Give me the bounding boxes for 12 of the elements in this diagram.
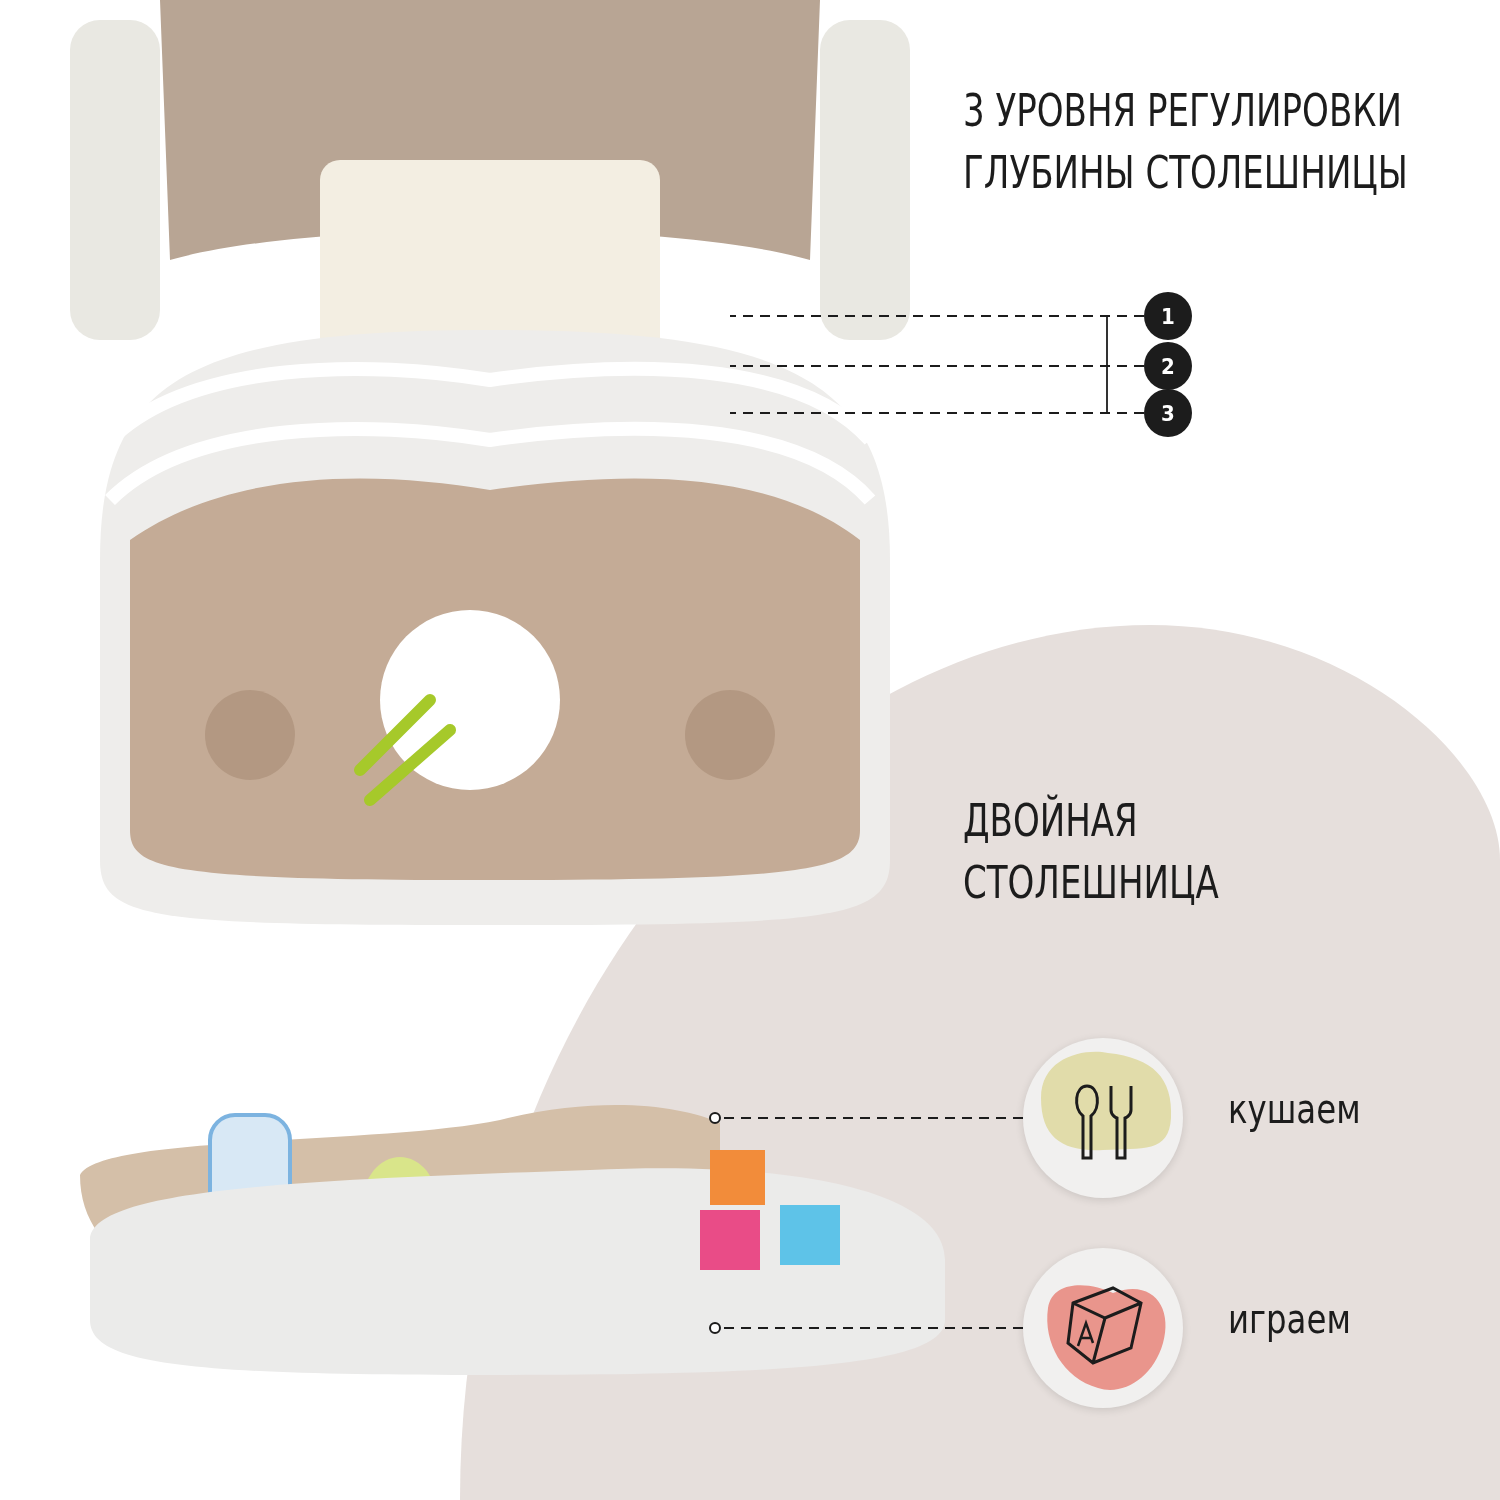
leader-line [709,1112,1024,1124]
leader-line [709,1322,1024,1334]
heading: ДВОЙНАЯ СТОЛЕШНИЦА [963,793,1220,910]
heading: 3 УРОВНЯ РЕГУЛИРОВКИ ГЛУБИНЫ СТОЛЕШНИЦЫ [963,84,1409,200]
callout-number: 2 [1144,342,1192,390]
callout-number: 3 [1144,389,1192,437]
node-label: кушаем [1228,1086,1361,1132]
node-label: играем [1228,1296,1351,1342]
leader-line [729,365,1145,367]
leader-line [729,315,1145,317]
leader-line [729,412,1145,414]
callout-number: 1 [1144,292,1192,340]
